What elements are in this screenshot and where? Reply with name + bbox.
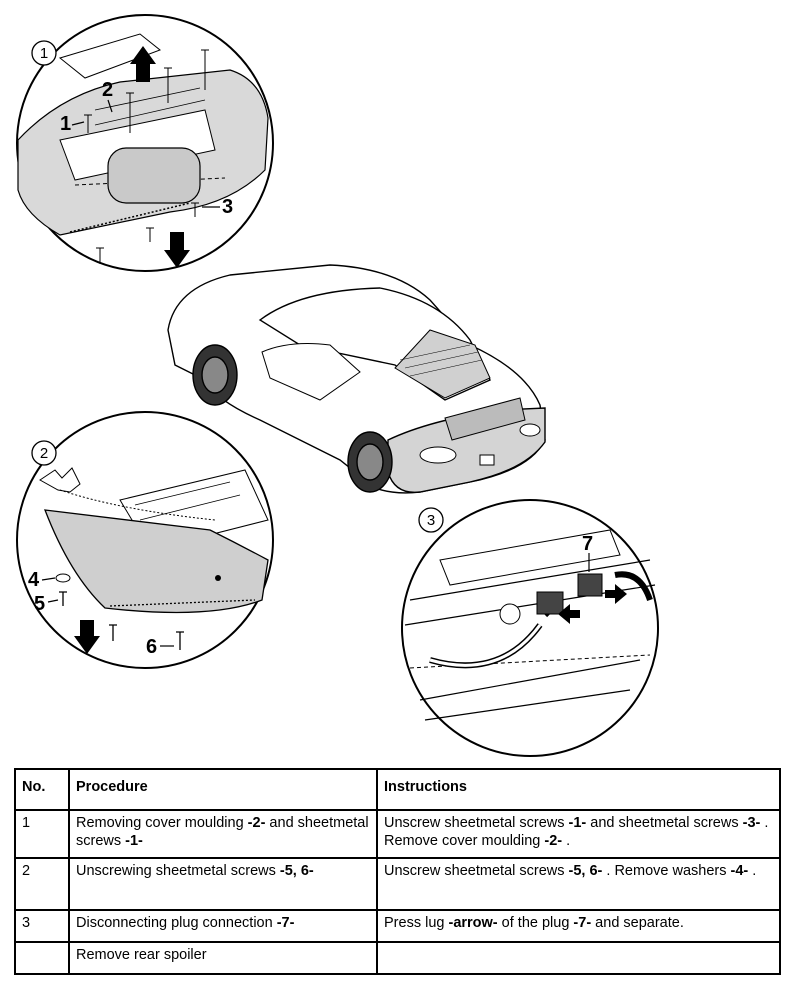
rear-spoiler-removal-illustration: 1 1 2 3 <box>16 14 659 757</box>
instructions-text-segment: -3- <box>742 815 761 831</box>
procedure-text-segment: -1- <box>125 833 143 849</box>
down-arrow-icon <box>74 620 100 654</box>
detail-circle-1: 1 1 2 3 <box>16 14 274 272</box>
instructions-text-segment: . <box>562 833 571 849</box>
procedure-text-segment: and sheetmetal screws <box>76 815 369 849</box>
left-arrow-icon <box>558 604 580 624</box>
callout-1: 1 <box>60 113 71 135</box>
table-row: Remove rear spoiler <box>14 941 781 975</box>
row-instructions: Unscrew sheetmetal screws -1- and sheetm… <box>376 809 781 859</box>
instructions-text-segment: -4- <box>730 863 749 879</box>
instructions-text-segment: and separate. <box>591 915 684 931</box>
instructions-text-segment: . Remove cover moulding <box>384 815 769 849</box>
detail-circle-1-number: 1 <box>40 45 48 62</box>
row-number <box>14 941 70 975</box>
row-number: 3 <box>14 909 70 943</box>
instructions-text-segment: Press lug <box>384 915 449 931</box>
callout-7: 7 <box>582 533 593 555</box>
instructions-text-segment: -5, 6- <box>568 863 603 879</box>
instructions-text-segment: and sheetmetal screws <box>586 815 743 831</box>
procedure-text-segment: Remove rear spoiler <box>76 947 207 963</box>
row-instructions: Press lug -arrow- of the plug -7- and se… <box>376 909 781 943</box>
down-arrow-icon <box>164 232 190 268</box>
header-no: No. <box>14 768 70 811</box>
header-procedure: Procedure <box>68 768 378 811</box>
row-instructions: Unscrew sheetmetal screws -5, 6- . Remov… <box>376 857 781 911</box>
callout-4: 4 <box>28 569 40 591</box>
callout-5: 5 <box>34 593 45 615</box>
row-procedure: Unscrewing sheetmetal screws -5, 6- <box>68 857 378 911</box>
instructions-text-segment: Unscrew sheetmetal screws <box>384 815 569 831</box>
row-number: 1 <box>14 809 70 859</box>
procedure-text-segment: Disconnecting plug connection <box>76 915 277 931</box>
detail-circle-2-number: 2 <box>40 445 48 462</box>
row-procedure: Remove rear spoiler <box>68 941 378 975</box>
procedure-text-segment: -7- <box>276 915 295 931</box>
instructions-text-segment: -2- <box>544 833 563 849</box>
callout-2: 2 <box>102 79 113 101</box>
callout-3: 3 <box>222 196 233 218</box>
procedure-text-segment: Removing cover moulding <box>76 815 248 831</box>
procedure-text-segment: Unscrewing sheetmetal screws <box>76 863 280 879</box>
detail-circle-2: 2 4 5 6 <box>16 411 274 669</box>
row-instructions <box>376 941 781 975</box>
row-procedure: Disconnecting plug connection -7- <box>68 909 378 943</box>
instructions-text-segment: . Remove washers <box>602 863 731 879</box>
instructions-text-segment: -7- <box>573 915 592 931</box>
instructions-text-segment: -1- <box>568 815 587 831</box>
car-rear-three-quarter-view <box>167 264 546 494</box>
detail-circle-3-number: 3 <box>427 512 435 529</box>
up-arrow-icon <box>130 46 156 82</box>
instructions-text-segment: . <box>748 863 757 879</box>
detail-circle-3: 3 7 <box>401 499 659 757</box>
procedure-text-segment: -5, 6- <box>279 863 314 879</box>
instructions-text-segment: Unscrew sheetmetal screws <box>384 863 569 879</box>
instructions-text-segment: of the plug <box>497 915 574 931</box>
instructions-text-segment: -arrow- <box>448 915 498 931</box>
row-procedure: Removing cover moulding -2- and sheetmet… <box>68 809 378 859</box>
procedure-text-segment: -2- <box>247 815 266 831</box>
right-arrow-icon <box>605 584 627 604</box>
header-instructions: Instructions <box>376 768 781 811</box>
table-header-row: No. Procedure Instructions <box>14 768 781 811</box>
row-number: 2 <box>14 857 70 911</box>
callout-6: 6 <box>146 636 157 658</box>
